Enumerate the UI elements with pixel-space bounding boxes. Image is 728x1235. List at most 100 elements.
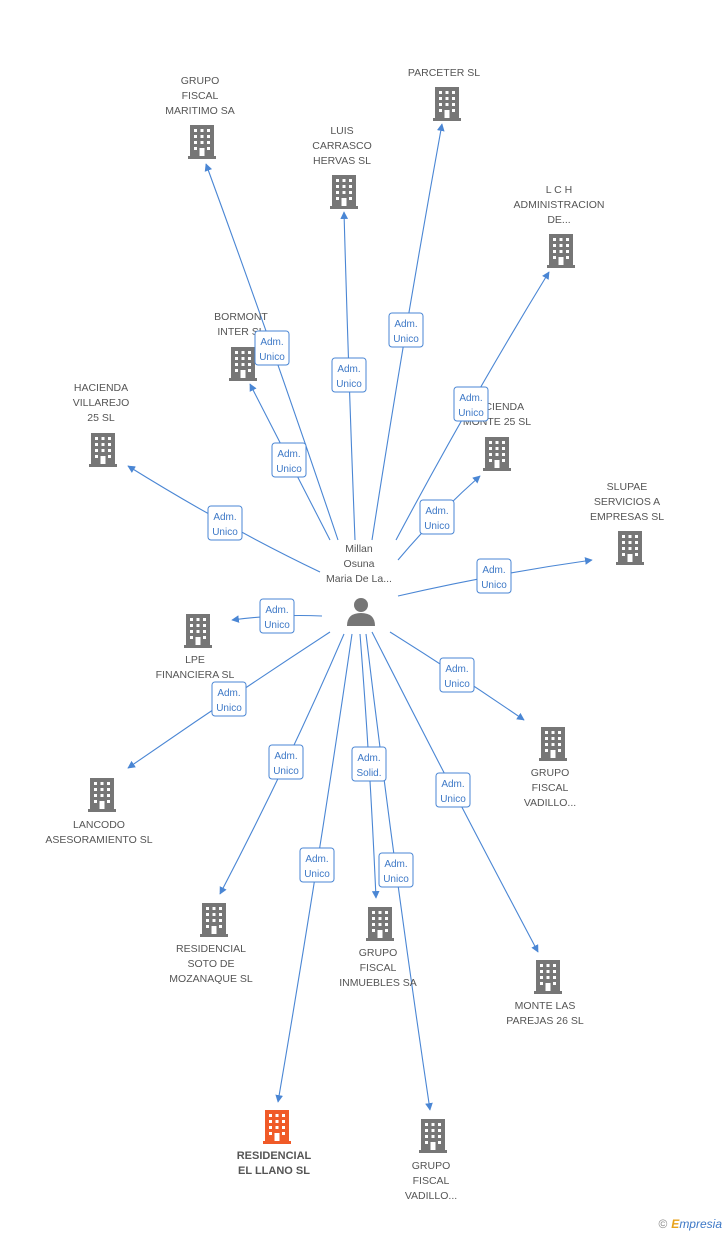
edge-label-text: Unico	[264, 620, 290, 631]
node-label: FISCAL	[413, 1175, 450, 1187]
building-icon	[263, 1110, 291, 1144]
edge-label-hacienda-villarejo[interactable]: Adm. Unico	[207, 505, 243, 541]
building-icon	[89, 433, 117, 467]
center-name: Maria De La...	[326, 573, 392, 585]
edge-label-grupo-fiscal-inmuebles[interactable]: Adm.Solid.	[351, 746, 387, 782]
building-icon	[200, 903, 228, 937]
edge-label-slupae[interactable]: Adm.Unico	[476, 558, 512, 594]
edge-label-lch-administracion[interactable]: Adm. Unico	[453, 386, 489, 422]
edge-label-text: Adm.	[445, 664, 468, 675]
node-label: RESIDENCIAL	[237, 1150, 312, 1162]
node-hacienda-villarejo[interactable]: HACIENDA VILLAREJO 25 SL	[73, 382, 130, 467]
node-label: INTER SL	[217, 326, 264, 338]
edge-label-text: Adm.	[357, 753, 380, 764]
node-grupo-fiscal-vadillo-1[interactable]: GRUPOFISCALVADILLO...	[524, 727, 576, 809]
node-label: HACIENDA	[74, 382, 128, 394]
edge-label-box	[254, 330, 290, 366]
node-label: FINANCIERA SL	[156, 669, 235, 681]
node-label: 25 SL	[87, 412, 115, 424]
edge-label-text: Adm.	[277, 449, 300, 460]
brand-initial: E	[671, 1217, 680, 1231]
edge-label-box	[207, 505, 243, 541]
node-label: SLUPAE	[607, 481, 648, 493]
edge-label-luis-carrasco[interactable]: Adm.Unico	[331, 357, 367, 393]
node-label: ADMINISTRACION	[513, 199, 604, 211]
node-lch-administracion[interactable]: L C HADMINISTRACIONDE...	[513, 184, 605, 268]
edge-label-bormont-inter[interactable]: Adm.Unico	[271, 442, 307, 478]
node-label: L C H	[546, 184, 572, 196]
edge-label-residencial-soto[interactable]: Adm.Unico	[268, 744, 304, 780]
edge-label-grupo-fiscal-vadillo-1[interactable]: Adm. Unico	[439, 657, 475, 693]
edge-label-hacienda-monte[interactable]: Adm.Unico	[419, 499, 455, 535]
center-name: Osuna	[344, 558, 375, 570]
building-icon	[539, 727, 567, 761]
edge-label-box	[378, 852, 414, 888]
edge-label-grupo-fiscal-maritimo[interactable]: Adm. Unico	[254, 330, 290, 366]
building-icon	[229, 347, 257, 381]
edge-label-text: Unico	[216, 703, 242, 714]
node-grupo-fiscal-vadillo-2[interactable]: GRUPOFISCALVADILLO...	[405, 1119, 457, 1202]
edge-label-text: Adm.	[217, 688, 240, 699]
edge-label-lpe-financiera[interactable]: Adm. Unico	[259, 598, 295, 634]
node-label: ASESORAMIENTO SL	[45, 834, 152, 846]
node-label: MARITIMO SA	[165, 105, 234, 117]
edge-label-text: Adm.	[441, 779, 464, 790]
node-label: VADILLO...	[524, 797, 576, 809]
edge-label-text: Adm.	[213, 512, 236, 523]
node-label: GRUPO	[181, 75, 220, 87]
edge-label-box	[299, 847, 335, 883]
node-label: PARCETER SL	[408, 67, 480, 79]
edge-label-text: Unico	[481, 580, 507, 591]
edge-label-monte-las-parejas[interactable]: Adm. Unico	[435, 772, 471, 808]
edge-label-box	[268, 744, 304, 780]
node-label: VILLAREJO	[73, 397, 130, 409]
node-label: GRUPO	[359, 947, 398, 959]
edge-label-text: Unico	[393, 334, 419, 345]
edge-label-text: Unico	[212, 527, 238, 538]
edge-label-text: Adm.	[260, 337, 283, 348]
edge-label-text: Adm.	[305, 854, 328, 865]
edge-label-box	[435, 772, 471, 808]
edge-label-text: Unico	[273, 766, 299, 777]
node-label: CARRASCO	[312, 140, 372, 152]
building-icon	[433, 87, 461, 121]
edge-label-residencial-el-llano[interactable]: Adm. Unico	[299, 847, 335, 883]
building-icon	[483, 437, 511, 471]
node-label: RESIDENCIAL	[176, 943, 246, 955]
edge-label-text: Unico	[259, 352, 285, 363]
edge-label-text: Adm.	[459, 393, 482, 404]
edge-label-box	[331, 357, 367, 393]
building-icon	[188, 125, 216, 159]
edge-label-text: Adm.	[394, 319, 417, 330]
copyright-symbol: ©	[658, 1217, 668, 1231]
edge-label-text: Unico	[444, 679, 470, 690]
brand-name: mpresia	[679, 1217, 722, 1231]
edge-label-grupo-fiscal-vadillo-2[interactable]: Adm.Unico	[378, 852, 414, 888]
edge-label-box	[271, 442, 307, 478]
edge-label-text: Unico	[458, 408, 484, 419]
node-label: MONTE LAS	[515, 1000, 576, 1012]
edge-label-parceter[interactable]: Adm. Unico	[388, 312, 424, 348]
edge-label-text: Unico	[440, 794, 466, 805]
edge-label-text: Adm.	[384, 859, 407, 870]
center-name: Millan	[345, 543, 373, 555]
node-label: SOTO DE	[187, 958, 234, 970]
edge-label-box	[351, 746, 387, 782]
node-parceter[interactable]: PARCETER SL	[408, 67, 480, 121]
edge-label-text: Unico	[304, 869, 330, 880]
edge-label-lancodo[interactable]: Adm. Unico	[211, 681, 247, 717]
edge-label-text: Adm.	[265, 605, 288, 616]
node-label: EMPRESAS SL	[590, 511, 664, 523]
